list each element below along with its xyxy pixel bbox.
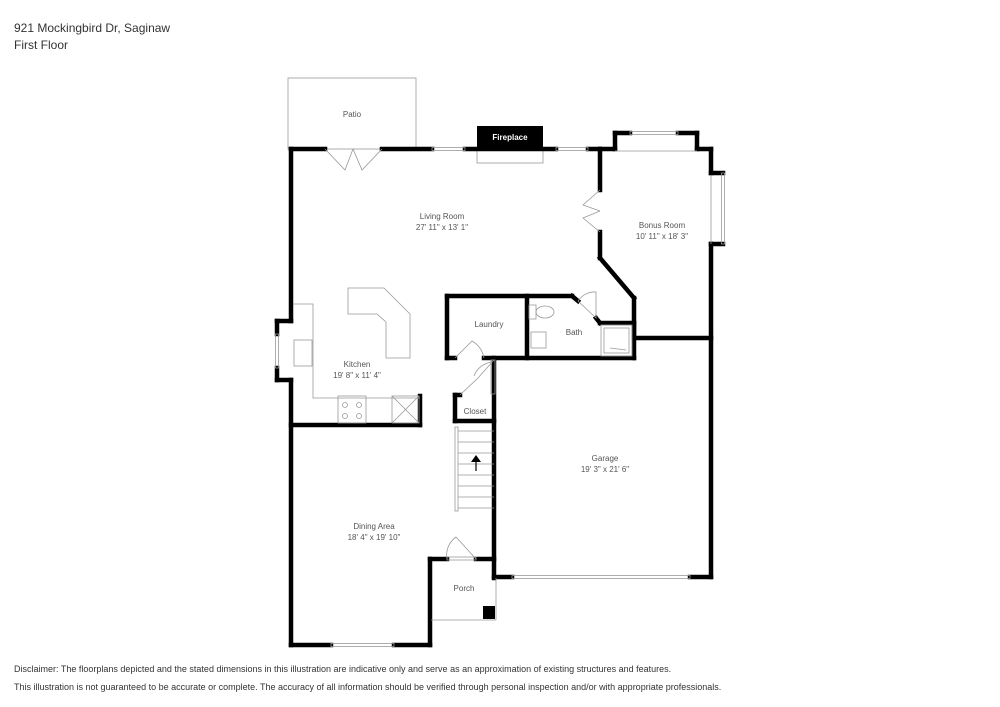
porch-outline: [431, 578, 497, 621]
floor-label: First Floor: [14, 38, 68, 52]
patio-outline: [287, 77, 417, 150]
room-dims: 18' 4" x 19' 10": [348, 533, 401, 542]
room-name: Closet: [464, 407, 487, 416]
property-address: 921 Mockingbird Dr, Saginaw: [14, 21, 171, 35]
patio-door: [324, 148, 383, 171]
room-name: Fireplace: [492, 133, 528, 142]
room-name: Laundry: [475, 320, 504, 329]
kitchen-island: [347, 287, 411, 359]
disclaimer-line-1: Disclaimer: The floorplans depicted and …: [14, 664, 672, 674]
stairs-up-arrow-icon: [471, 455, 481, 471]
porch-post: [483, 606, 495, 619]
room-name: Dining Area: [353, 522, 395, 531]
room-name: Living Room: [420, 212, 465, 221]
room-name: Bonus Room: [639, 221, 686, 230]
room-dims: 10' 11" x 18' 3": [636, 232, 688, 241]
bonus-door: [582, 189, 601, 233]
stairs: [454, 426, 494, 512]
room-dims: 19' 8" x 11' 4": [333, 371, 381, 380]
bath-fixtures: [528, 291, 633, 357]
room-name: Patio: [343, 110, 362, 119]
room-name: Garage: [592, 454, 619, 463]
room-name: Kitchen: [344, 360, 371, 369]
room-name: Bath: [566, 328, 582, 337]
walls: [274, 130, 726, 648]
disclaimer-line-2: This illustration is not guaranteed to b…: [14, 682, 722, 692]
windows: [275, 131, 725, 647]
fireplace-block: [477, 126, 543, 149]
room-dims: 19' 3" x 21' 6": [581, 465, 629, 474]
kitchen-counters: [293, 303, 420, 424]
room-dims: 27' 11" x 13' 1": [416, 223, 468, 232]
room-name: Porch: [454, 584, 475, 593]
